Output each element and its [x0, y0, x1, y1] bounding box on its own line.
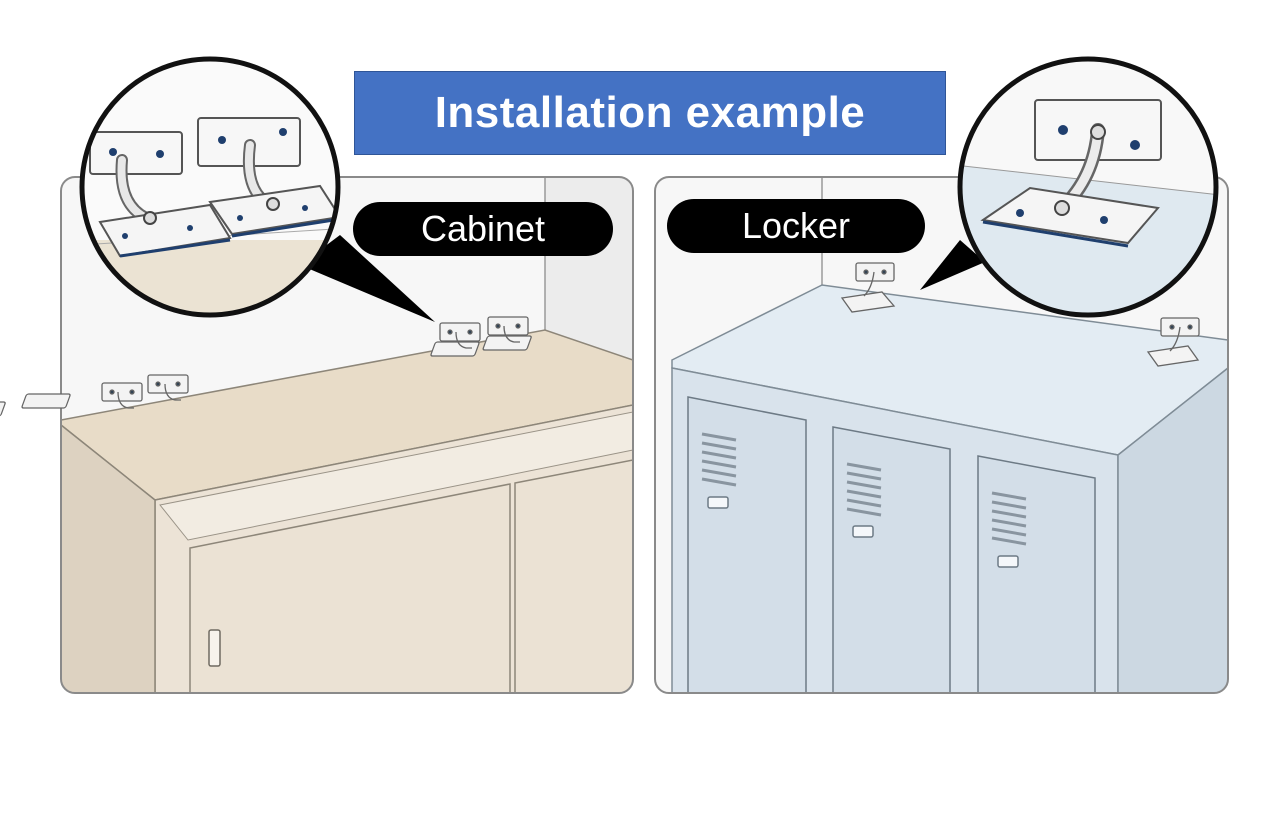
cabinet-top: [61, 329, 633, 501]
cabinet-panel: [0, 56, 634, 694]
title-banner: Installation example: [354, 71, 946, 155]
locker-door-3: [977, 455, 1096, 693]
cabinet-handle: [208, 629, 221, 667]
bracket-icon: [482, 316, 532, 351]
bracket-icon: [0, 382, 143, 417]
locker-label: Locker: [667, 199, 925, 253]
bracket-icon: [430, 322, 481, 357]
locker-door-2: [832, 426, 951, 693]
cabinet-door-left: [189, 483, 511, 693]
bracket-icon: [1146, 317, 1200, 367]
cabinet-label: Cabinet: [353, 202, 613, 256]
page-title: Installation example: [434, 88, 866, 137]
locker-panel: [654, 56, 1229, 694]
locker-door-1: [687, 396, 807, 693]
bracket-icon: [840, 262, 896, 313]
bracket-icon: [21, 374, 189, 409]
cabinet-door-right: [514, 459, 633, 693]
locker-zoom-circle: [957, 56, 1219, 318]
